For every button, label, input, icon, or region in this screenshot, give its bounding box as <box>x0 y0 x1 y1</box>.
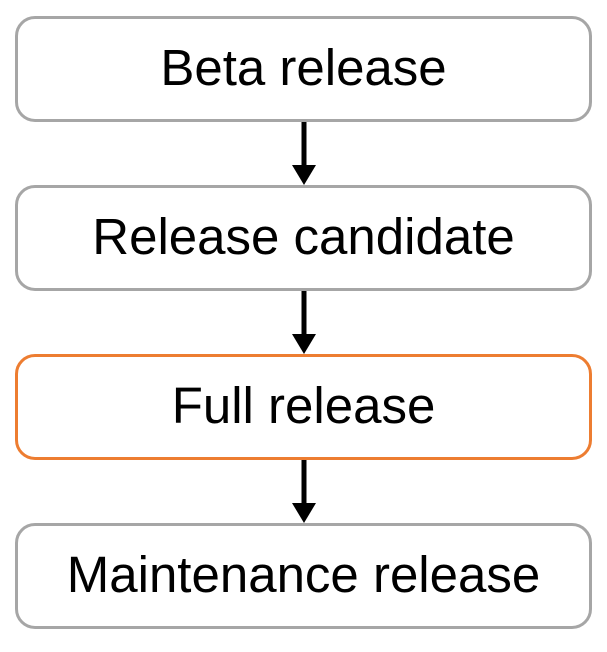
node-release-candidate: Release candidate <box>15 185 592 291</box>
down-arrow-icon <box>291 122 317 185</box>
node-label: Beta release <box>160 38 447 96</box>
node-label: Maintenance release <box>66 545 541 603</box>
down-arrow-icon <box>291 460 317 523</box>
node-maintenance-release: Maintenance release <box>15 523 592 629</box>
node-full-release: Full release <box>15 354 592 460</box>
node-label: Full release <box>171 376 436 434</box>
down-arrow-icon <box>291 291 317 354</box>
node-label: Release candidate <box>92 207 515 265</box>
node-beta-release: Beta release <box>15 16 592 122</box>
